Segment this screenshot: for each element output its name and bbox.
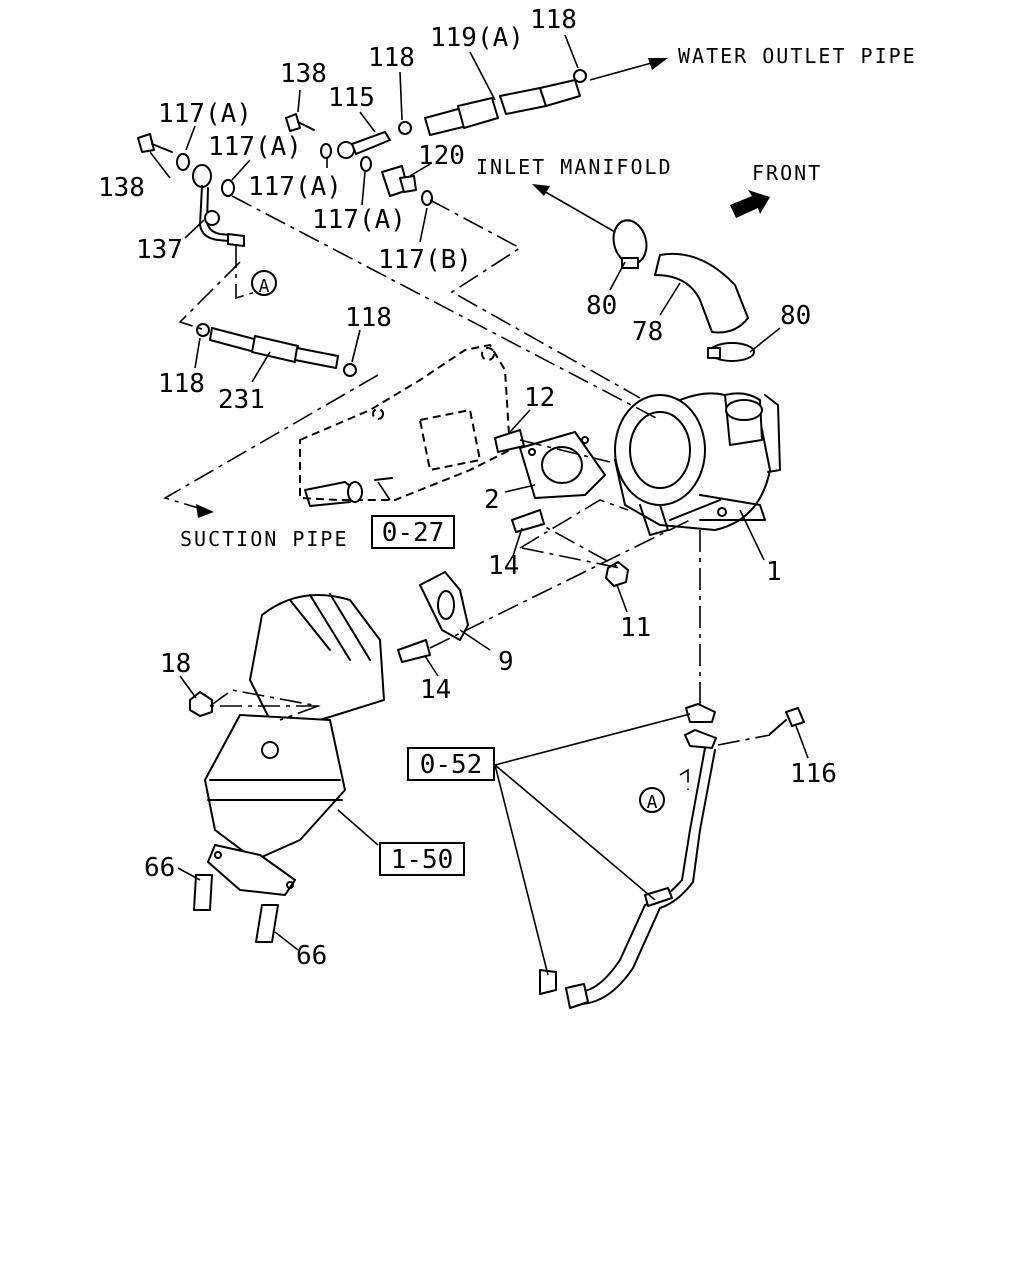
note-front: FRONT xyxy=(752,161,822,185)
gasket-2 xyxy=(519,431,606,499)
hose-78 xyxy=(654,252,749,334)
ref-1-50-text: 1-50 xyxy=(391,845,454,875)
clamp-118-top xyxy=(398,69,587,135)
turbocharger-1 xyxy=(614,392,781,536)
label-66: 66 xyxy=(144,853,175,883)
stud-12 xyxy=(494,429,525,453)
water-pipe-119 xyxy=(424,79,581,136)
ref-0-52-text: 0-52 xyxy=(420,750,483,780)
label-14: 14 xyxy=(488,551,519,581)
callout-a-lower: A xyxy=(639,787,665,813)
exhaust-manifold-hidden xyxy=(299,343,512,501)
eye-fitting-115 xyxy=(337,131,391,159)
clamp-80-upper xyxy=(612,219,648,269)
catalytic-converter xyxy=(204,593,385,896)
label-2: 2 xyxy=(484,485,500,515)
callout-a-upper: A xyxy=(251,270,277,297)
washer-117b xyxy=(421,190,433,206)
label-117b: 117(B) xyxy=(378,245,472,275)
label-119a: 119(A) xyxy=(430,23,524,53)
callout-a-upper-text: A xyxy=(259,276,270,297)
bolt-138-left xyxy=(137,133,173,153)
washer-117a-group xyxy=(176,143,372,197)
label-11: 11 xyxy=(620,613,651,643)
label-117a: 117(A) xyxy=(158,99,252,129)
label-14: 14 xyxy=(420,675,451,705)
label-138: 138 xyxy=(280,59,327,89)
bolt-138-top xyxy=(285,113,315,132)
front-arrow-icon xyxy=(730,190,770,218)
label-231: 231 xyxy=(218,385,265,415)
leader-lines xyxy=(149,34,809,976)
label-117a: 117(A) xyxy=(312,205,406,235)
note-water-outlet-pipe: WATER OUTLET PIPE xyxy=(678,44,917,68)
label-18: 18 xyxy=(160,649,191,679)
stud-14-lower xyxy=(397,639,431,663)
oil-return-pipe xyxy=(539,703,717,1009)
stud-14-upper xyxy=(511,509,545,533)
label-80: 80 xyxy=(586,291,617,321)
label-118: 118 xyxy=(158,369,205,399)
label-12: 12 xyxy=(524,383,555,413)
center-lines xyxy=(178,195,771,790)
label-138: 138 xyxy=(98,173,145,203)
suction-pipe-arrow xyxy=(162,374,379,518)
note-suction-pipe: SUCTION PIPE xyxy=(180,527,349,551)
stud-66-right xyxy=(255,904,279,943)
water-pipe-231 xyxy=(196,323,357,377)
label-78: 78 xyxy=(632,317,663,347)
label-118: 118 xyxy=(368,43,415,73)
label-115: 115 xyxy=(328,83,375,113)
ref-box-0-27[interactable]: 0-27 xyxy=(371,515,455,549)
label-117a: 117(A) xyxy=(208,132,302,162)
gasket-9 xyxy=(419,571,469,641)
label-118: 118 xyxy=(530,5,577,35)
callout-a-lower-text: A xyxy=(647,792,658,813)
nut-11 xyxy=(605,561,629,587)
ref-box-0-52[interactable]: 0-52 xyxy=(407,747,495,781)
label-117a: 117(A) xyxy=(248,172,342,202)
label-1: 1 xyxy=(766,557,782,587)
label-9: 9 xyxy=(498,647,514,677)
bolt-116 xyxy=(769,707,805,735)
label-120: 120 xyxy=(418,141,465,171)
label-118: 118 xyxy=(345,303,392,333)
label-116: 116 xyxy=(790,759,837,789)
ref-0-27-text: 0-27 xyxy=(382,518,445,548)
clamp-80-lower xyxy=(707,342,755,362)
union-120 xyxy=(381,165,417,197)
label-137: 137 xyxy=(136,235,183,265)
label-66: 66 xyxy=(296,941,327,971)
oil-pipe-137 xyxy=(192,164,245,247)
ref-box-1-50[interactable]: 1-50 xyxy=(379,842,465,876)
water-outlet-arrow xyxy=(589,58,668,81)
stud-66-left xyxy=(193,874,213,911)
note-inlet-manifold: INLET MANIFOLD xyxy=(476,155,673,179)
label-80: 80 xyxy=(780,301,811,331)
suction-pipe xyxy=(304,477,393,507)
inlet-manifold-arrow xyxy=(532,184,616,233)
